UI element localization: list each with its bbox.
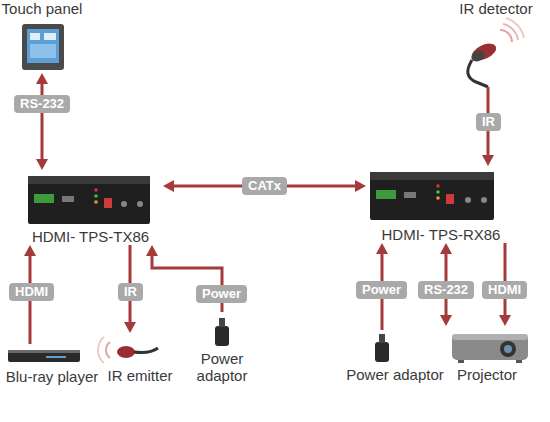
touch-panel-screen — [27, 29, 59, 63]
projector-foot — [516, 360, 522, 363]
ir-detector-head — [469, 40, 498, 64]
led — [94, 188, 98, 192]
touch-panel-area — [30, 44, 56, 58]
signal-connector — [36, 73, 48, 170]
projector-body — [452, 334, 528, 360]
signal-label: Power — [356, 281, 407, 299]
transmitter: HDMI- TPS-TX86 — [18, 170, 163, 245]
arrowhead — [36, 159, 48, 170]
signal-label: HDMI — [482, 281, 527, 299]
touch-panel-button — [44, 33, 56, 40]
bluray-display — [46, 356, 66, 358]
ir-emitter-cable — [134, 348, 158, 353]
ir-detector-body — [470, 49, 487, 64]
ir-jack — [121, 201, 127, 207]
connector-line — [152, 253, 222, 312]
arrowhead — [146, 245, 158, 256]
ir-wave — [106, 342, 110, 358]
signal-label: Power — [196, 285, 247, 303]
device-label: Power adaptor — [346, 366, 444, 383]
power-adaptor-body — [375, 342, 389, 362]
projector-lens — [500, 341, 516, 357]
switch — [404, 192, 416, 198]
touch-panel-bezel — [22, 24, 64, 70]
receiver-housing — [370, 172, 494, 220]
ir-jack — [481, 197, 487, 203]
bluray-player: Blu-ray player — [0, 344, 104, 385]
arrowhead — [163, 180, 174, 192]
arrowhead — [355, 180, 366, 192]
power-adaptor-neck — [219, 318, 225, 327]
power-adaptor-neck — [379, 334, 385, 343]
arrowhead — [24, 245, 36, 256]
signal-label: IR — [118, 283, 143, 301]
rs232-terminal — [34, 194, 54, 203]
touch-panel-button — [30, 33, 40, 40]
transmitter-top — [28, 176, 150, 184]
device-label: HDMI- TPS-TX86 — [32, 228, 149, 245]
led — [436, 184, 440, 188]
arrowhead — [499, 315, 511, 326]
led — [436, 190, 440, 194]
ir-jack — [137, 201, 143, 207]
signal-label: IR — [476, 113, 501, 131]
projector-glass — [504, 345, 512, 353]
ir-emitter: IR emitter — [96, 333, 184, 384]
device-label: Blu-ray player — [6, 368, 99, 385]
projector: Projector — [440, 326, 534, 383]
signal-label: CATx — [242, 177, 287, 195]
device-label: IR emitter — [107, 367, 172, 384]
device-label: Touch panel — [2, 0, 83, 17]
power-adaptor: Power adaptor — [190, 312, 254, 384]
led — [94, 194, 98, 198]
ir-wave — [98, 337, 104, 363]
device-label: Projector — [457, 366, 517, 383]
connector-line — [41, 81, 44, 162]
rs232-terminal — [376, 190, 396, 199]
power-adaptor: Power adaptor — [330, 330, 460, 383]
ir-detector: IR detector — [448, 0, 544, 87]
receiver: HDMI- TPS-RX86 — [366, 166, 516, 243]
projector-foot — [458, 360, 464, 363]
power-adaptor-body — [215, 326, 229, 346]
arrowhead — [482, 155, 494, 166]
arrowhead — [36, 73, 48, 84]
receiver-top — [370, 172, 494, 180]
ir-detector-cable — [468, 60, 488, 87]
led — [436, 196, 440, 200]
ir-wave — [506, 18, 524, 38]
bluray-top — [8, 350, 80, 353]
ir-emitter-head — [117, 346, 135, 358]
touch-panel: Touch panel — [0, 0, 84, 73]
device-label: Power adaptor — [190, 350, 254, 384]
ir-wave — [503, 24, 518, 40]
device-label: HDMI- TPS-RX86 — [382, 226, 501, 243]
dip-switch — [104, 198, 112, 208]
arrowhead — [124, 322, 136, 333]
arrowhead — [376, 243, 388, 254]
ir-jack — [465, 197, 471, 203]
bluray-body — [8, 350, 80, 362]
switch — [62, 196, 74, 202]
signal-label: RS-232 — [418, 281, 474, 299]
dip-switch — [446, 194, 454, 204]
projector-top — [452, 334, 528, 340]
transmitter-housing — [28, 176, 150, 224]
signal-label: RS-232 — [14, 95, 70, 113]
arrowhead — [440, 315, 452, 326]
led — [94, 200, 98, 204]
device-label: IR detector — [459, 0, 532, 17]
ir-wave — [500, 30, 512, 42]
arrowhead — [440, 243, 452, 254]
signal-label: HDMI — [9, 283, 54, 301]
